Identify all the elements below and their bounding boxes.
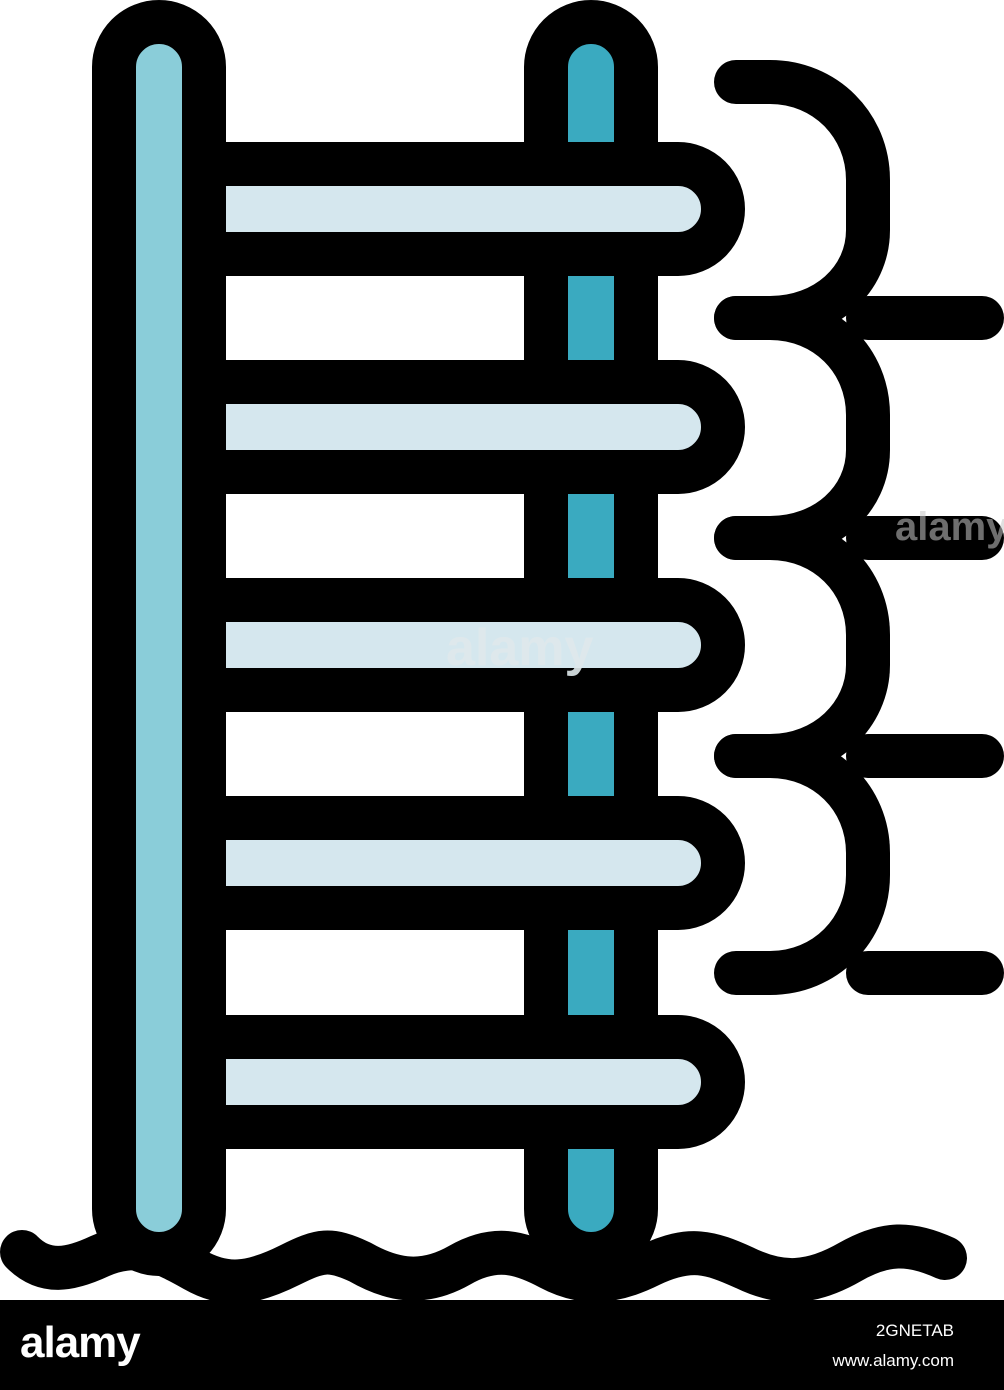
water-wave-3 xyxy=(714,516,890,778)
water-wave-1 xyxy=(714,60,890,340)
ladder-rung-3 xyxy=(182,578,745,712)
pool-ladder-icon xyxy=(0,0,1004,1300)
footer-brand-logo: alamy xyxy=(20,1318,141,1367)
ladder-rung-1 xyxy=(182,142,745,276)
ladder-rung-5 xyxy=(182,1015,745,1149)
stock-footer-bar: alamy 2GNETAB www.alamy.com xyxy=(0,1300,1004,1390)
ladder-rung-4 xyxy=(182,796,745,930)
ladder-rung-2 xyxy=(182,360,745,494)
water-wave-4 xyxy=(714,734,890,995)
footer-url: www.alamy.com xyxy=(832,1351,954,1370)
water-wave-2 xyxy=(714,296,890,560)
footer-image-id: 2GNETAB xyxy=(875,1321,954,1340)
